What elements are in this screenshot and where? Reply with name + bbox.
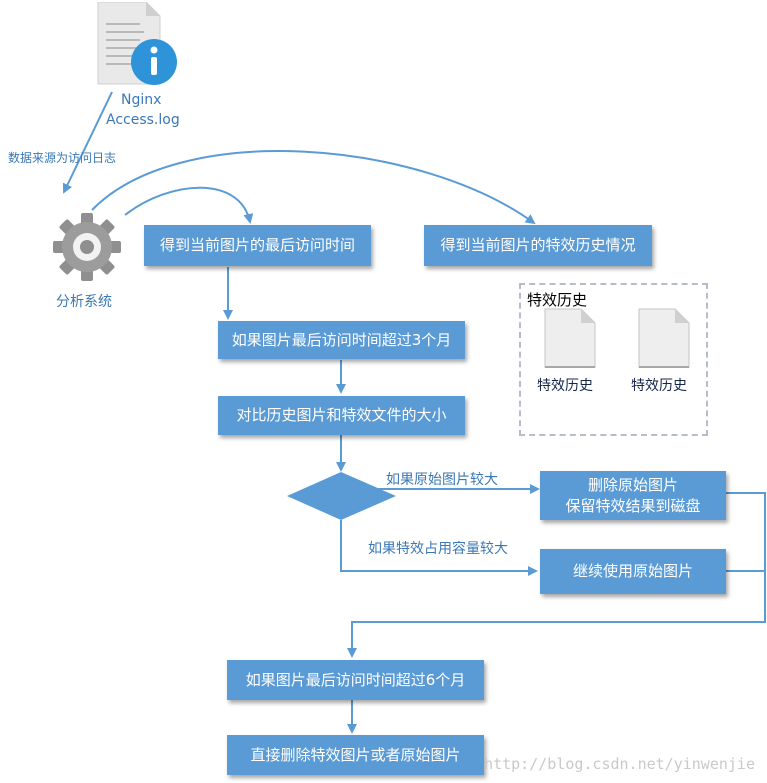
step-get-last-access: 得到当前图片的最后访问时间 xyxy=(144,225,371,266)
effect-history-group: 特效历史 特效历史 特效历史 xyxy=(519,283,708,436)
decision-diamond xyxy=(287,472,396,520)
file-icon xyxy=(541,307,601,368)
analyzer-label: 分析系统 xyxy=(56,294,112,310)
source-name-line1: Nginx xyxy=(121,92,162,108)
history-file-label: 特效历史 xyxy=(631,378,687,394)
step-keep-original: 继续使用原始图片 xyxy=(540,549,726,594)
effect-history-title: 特效历史 xyxy=(527,291,588,309)
step-get-effect-history: 得到当前图片的特效历史情况 xyxy=(424,225,652,266)
arrow-analyzer-to-last-access xyxy=(124,186,254,224)
step-delete-original-line1: 删除原始图片 xyxy=(587,476,678,495)
decision-yes-label: 如果原始图片较大 xyxy=(386,472,498,488)
step-delete-original: 删除原始图片 保留特效结果到磁盘 xyxy=(540,471,726,520)
gear-icon xyxy=(51,211,123,283)
watermark: http://blog.csdn.net/yinwenjie xyxy=(484,755,755,773)
arrow-log-to-analyzer xyxy=(62,91,113,194)
step-delete-all: 直接删除特效图片或者原始图片 xyxy=(227,735,484,775)
file-icon xyxy=(635,307,695,368)
merge-line-top xyxy=(347,492,766,658)
step-over-3-months: 如果图片最后访问时间超过3个月 xyxy=(218,321,465,359)
step-over-6-months: 如果图片最后访问时间超过6个月 xyxy=(227,660,484,700)
source-edge-label: 数据来源为访问日志 xyxy=(8,151,117,165)
history-file-label: 特效历史 xyxy=(537,378,593,394)
source-name-line2: Access.log xyxy=(106,112,180,128)
arrow-analyzer-to-effect-history xyxy=(91,150,536,225)
arrow-decision-no xyxy=(340,520,538,576)
step-delete-original-line2: 保留特效结果到磁盘 xyxy=(565,496,701,515)
decision-no-label: 如果特效占用容量较大 xyxy=(368,541,508,557)
info-document-icon xyxy=(96,2,182,88)
step-compare-size: 对比历史图片和特效文件的大小 xyxy=(218,396,465,435)
